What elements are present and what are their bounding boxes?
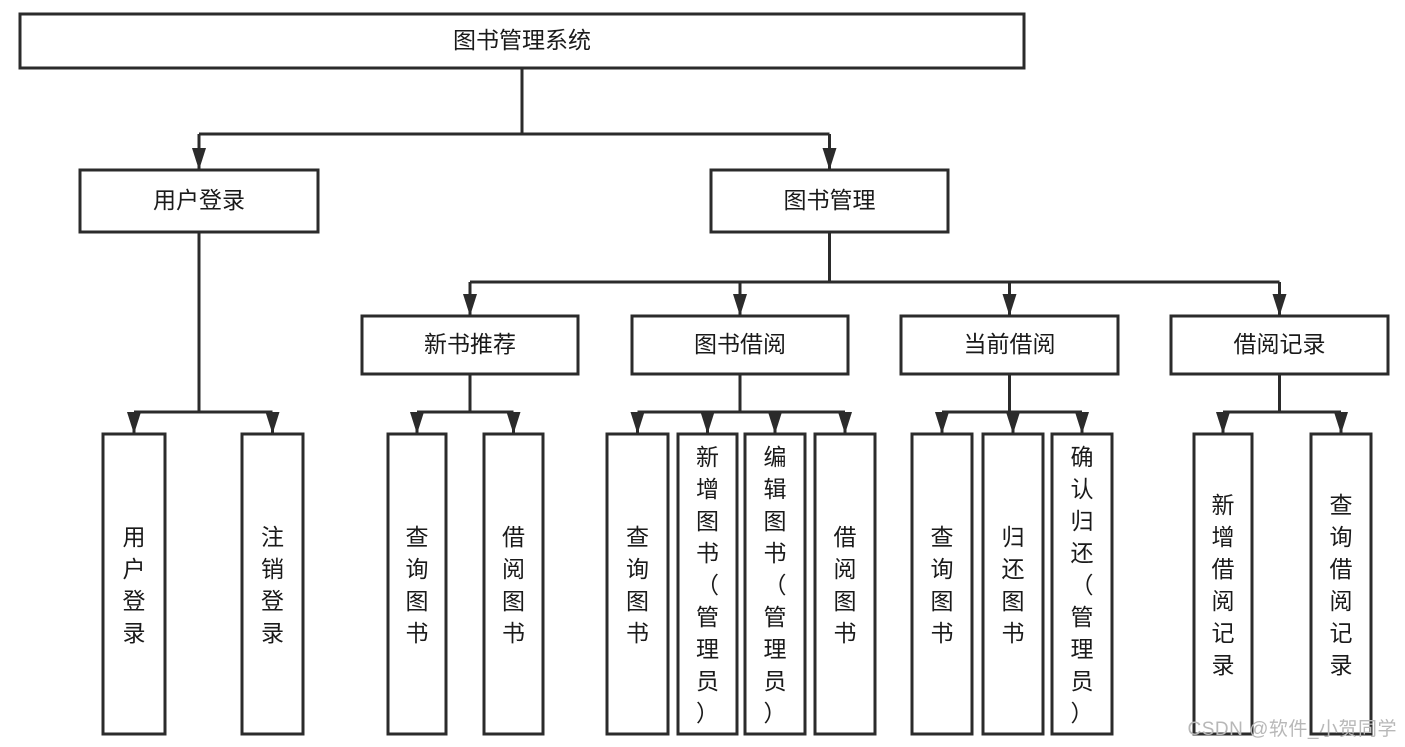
node-box [899, 314, 1120, 376]
node-new-book-rec[interactable]: 新书推荐 [360, 314, 580, 376]
arrow-head-icon [1334, 412, 1348, 434]
node-leaf-confirm-return[interactable]: 确认归还（管理员） [1050, 432, 1114, 736]
node-box [101, 432, 167, 736]
node-label: 查询图书 [626, 524, 649, 646]
node-box [1192, 432, 1254, 736]
arrow-head-icon [127, 412, 141, 434]
node-box [910, 432, 974, 736]
node-box [709, 168, 950, 234]
node-book-borrow[interactable]: 图书借阅 [630, 314, 850, 376]
node-leaf-borrow-book-2[interactable]: 借阅图书 [813, 432, 877, 736]
arrow-head-icon [838, 412, 852, 434]
arrow-head-icon [410, 412, 424, 434]
arrow-head-icon [463, 294, 477, 316]
node-box [1169, 314, 1390, 376]
node-leaf-user-logout[interactable]: 注销登录 [240, 432, 305, 736]
node-box [743, 432, 807, 736]
node-box [386, 432, 448, 736]
arrow-head-icon [733, 294, 747, 316]
node-label: 图书借阅 [694, 331, 786, 357]
node-label: 借阅图书 [502, 524, 525, 646]
node-label: 确认归还（管理员） [1071, 444, 1094, 726]
arrow-head-icon [935, 412, 949, 434]
node-layer: 图书管理系统用户登录图书管理新书推荐图书借阅当前借阅借阅记录用户登录注销登录查询… [18, 12, 1390, 736]
node-label: 新书推荐 [424, 331, 516, 357]
arrow-head-icon [1272, 294, 1287, 316]
node-book-manage[interactable]: 图书管理 [709, 168, 950, 234]
arrow-head-icon [768, 412, 782, 434]
node-label: 用户登录 [123, 524, 146, 646]
arrow-head-icon [265, 412, 280, 434]
node-box [240, 432, 305, 736]
node-leaf-return-book[interactable]: 归还图书 [981, 432, 1045, 736]
arrow-head-icon [700, 412, 715, 434]
node-label: 注销登录 [261, 524, 284, 646]
node-box [981, 432, 1045, 736]
node-box [482, 432, 545, 736]
arrow-head-icon [192, 148, 206, 170]
node-box [360, 314, 580, 376]
arrow-head-icon [1006, 412, 1020, 434]
arrow-head-icon [1075, 412, 1089, 434]
node-user-login[interactable]: 用户登录 [78, 168, 320, 234]
node-leaf-query-record[interactable]: 查询借阅记录 [1309, 432, 1373, 736]
node-leaf-query-book-3[interactable]: 查询图书 [910, 432, 974, 736]
node-label: 编辑图书（管理员） [764, 444, 787, 726]
node-label: 新增借阅记录 [1212, 492, 1235, 678]
node-label: 借阅图书 [834, 524, 857, 646]
node-label: 新增图书（管理员） [696, 444, 719, 726]
node-box [813, 432, 877, 736]
arrow-head-icon [630, 412, 645, 434]
node-box [630, 314, 850, 376]
node-leaf-query-book-1[interactable]: 查询图书 [386, 432, 448, 736]
node-label: 当前借阅 [964, 331, 1056, 357]
node-leaf-edit-book[interactable]: 编辑图书（管理员） [743, 432, 807, 736]
node-current-borrow[interactable]: 当前借阅 [899, 314, 1120, 376]
edge-layer [127, 68, 1348, 434]
node-label: 查询图书 [406, 524, 429, 646]
node-label: 用户登录 [153, 187, 245, 213]
arrow-head-icon [1216, 412, 1230, 434]
node-borrow-record[interactable]: 借阅记录 [1169, 314, 1390, 376]
node-box [676, 432, 739, 736]
node-label: 借阅记录 [1234, 331, 1326, 357]
arrow-head-icon [822, 148, 837, 170]
node-box [78, 168, 320, 234]
node-leaf-query-book-2[interactable]: 查询图书 [605, 432, 670, 736]
node-label: 查询图书 [931, 524, 954, 646]
node-box [605, 432, 670, 736]
node-box [18, 12, 1026, 70]
node-leaf-add-record[interactable]: 新增借阅记录 [1192, 432, 1254, 736]
node-leaf-user-login[interactable]: 用户登录 [101, 432, 167, 736]
node-leaf-add-book[interactable]: 新增图书（管理员） [676, 432, 739, 736]
node-label: 图书管理系统 [453, 27, 591, 53]
arrow-head-icon [506, 412, 521, 434]
node-label: 归还图书 [1002, 524, 1025, 646]
node-root-system[interactable]: 图书管理系统 [18, 12, 1026, 70]
node-box [1309, 432, 1373, 736]
node-box [1050, 432, 1114, 736]
node-label: 查询借阅记录 [1330, 492, 1353, 678]
arrow-head-icon [1002, 294, 1017, 316]
node-leaf-borrow-book-1[interactable]: 借阅图书 [482, 432, 545, 736]
node-label: 图书管理 [784, 187, 876, 213]
